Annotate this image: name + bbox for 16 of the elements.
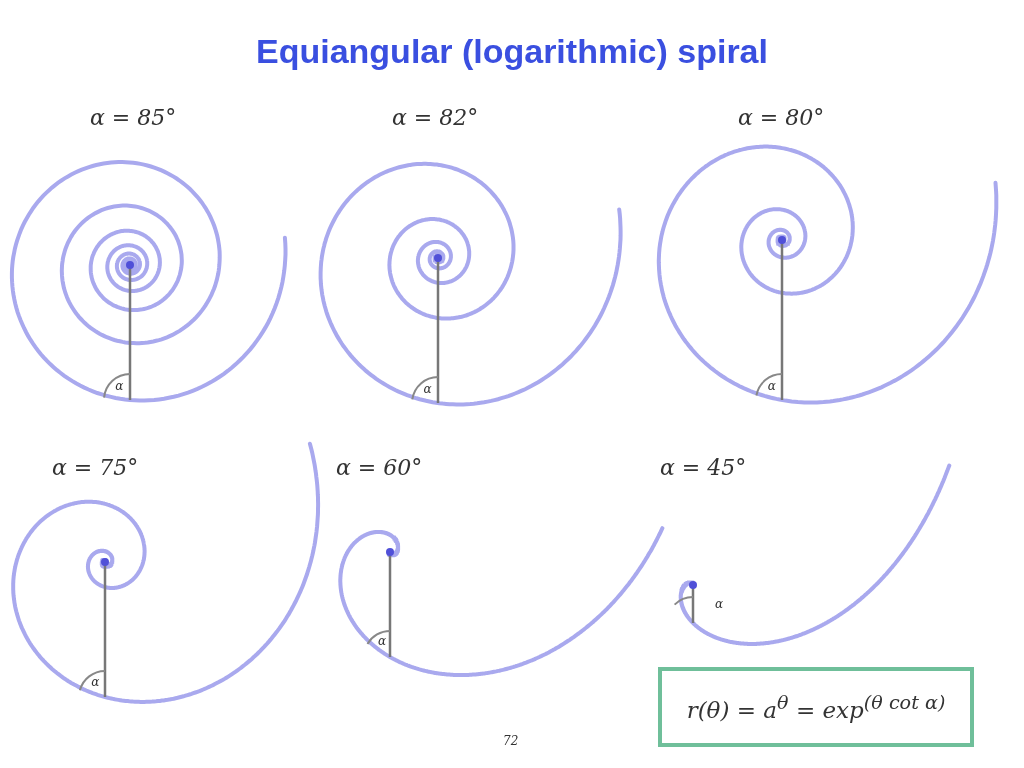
page-number: 72 bbox=[503, 734, 519, 748]
angle-caption: α = 45° bbox=[660, 455, 747, 480]
angle-label: α bbox=[115, 379, 124, 394]
angle-caption: α = 85° bbox=[90, 105, 177, 130]
angle-label: α bbox=[91, 675, 100, 690]
formula-box bbox=[658, 667, 974, 747]
angle-label: α bbox=[423, 381, 432, 396]
angle-label: α bbox=[767, 378, 776, 393]
angle-label: α bbox=[715, 597, 724, 611]
formula: r(θ) = a$^{θ}$ = exp$^{(θ cot α)}$ bbox=[686, 691, 946, 723]
angle-caption: α = 75° bbox=[52, 455, 139, 480]
angle-caption: α = 82° bbox=[392, 105, 479, 130]
angle-caption: α = 60° bbox=[336, 455, 423, 480]
slide-title: Equiangular (logarithmic) spiral bbox=[255, 32, 769, 71]
angle-caption: α = 80° bbox=[738, 105, 825, 130]
angle-label: α bbox=[378, 634, 387, 649]
